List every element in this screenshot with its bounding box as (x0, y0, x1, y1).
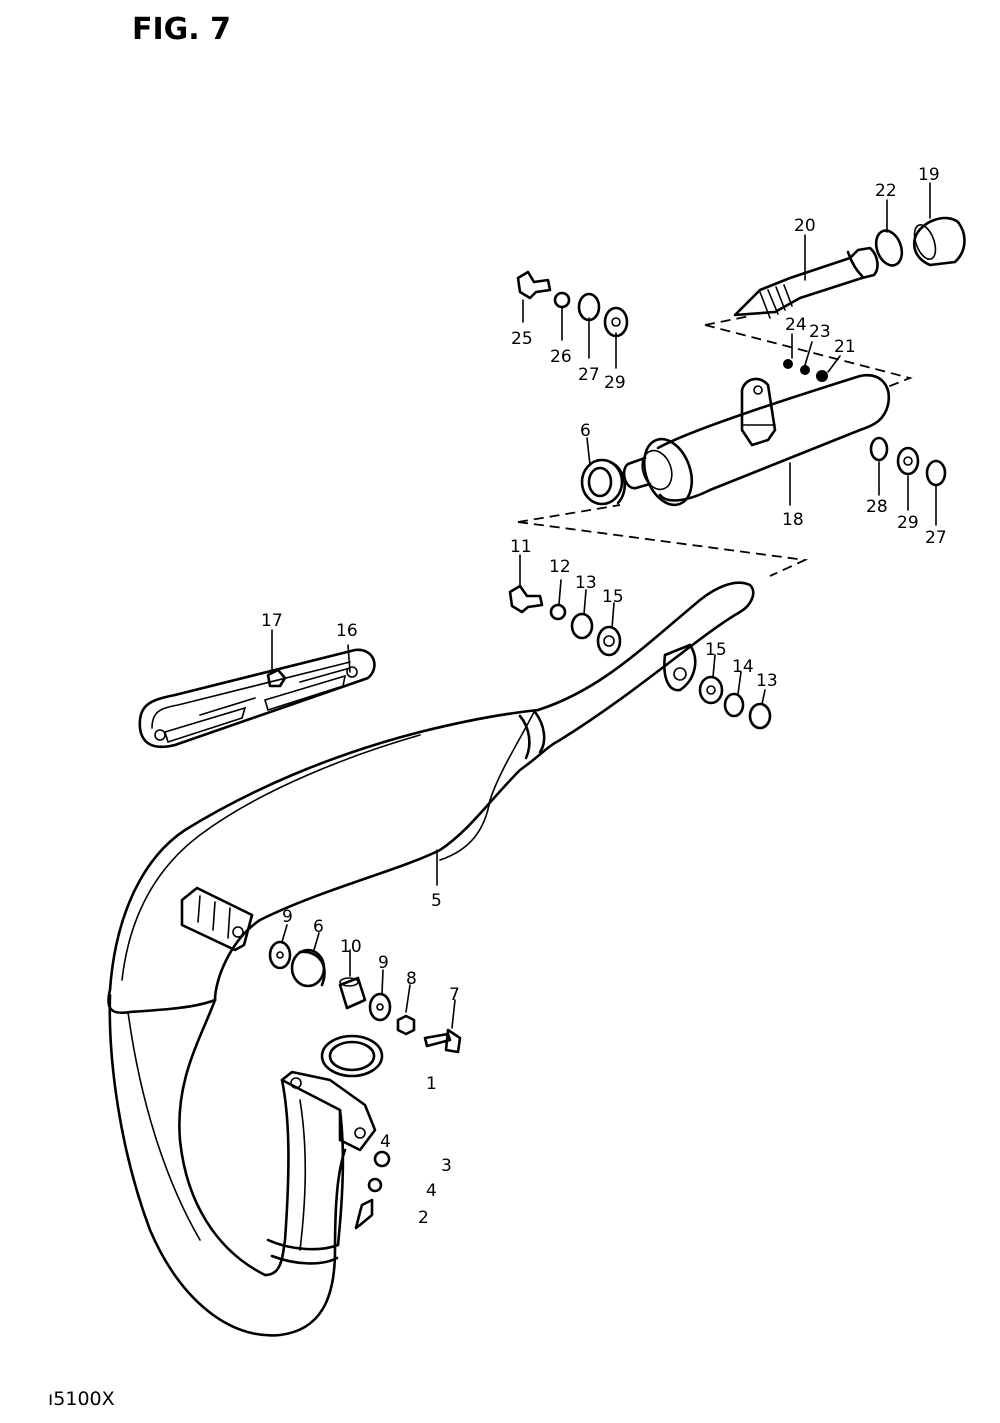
callout-6a: 6 (580, 421, 591, 441)
callout-9a: 9 (282, 907, 293, 927)
callout-7: 7 (449, 985, 460, 1005)
figure-footer-code: ı5100X (48, 1388, 115, 1410)
callout-15a: 15 (602, 587, 624, 607)
callout-2: 2 (418, 1208, 429, 1228)
callout-1: 1 (426, 1074, 437, 1094)
assembly-guide-lines (517, 315, 913, 577)
heat-guard-drawing (138, 648, 376, 749)
callout-18: 18 (782, 510, 804, 530)
callout-5: 5 (431, 891, 442, 911)
callout-11: 11 (510, 537, 532, 557)
callout-27a: 27 (578, 365, 600, 385)
callout-22: 22 (875, 181, 897, 201)
callout-8: 8 (406, 969, 417, 989)
callout-28: 28 (866, 497, 888, 517)
callout-14: 14 (732, 657, 754, 677)
callout-4a: 4 (380, 1132, 391, 1152)
callout-6b: 6 (313, 917, 324, 937)
callout-21: 21 (834, 337, 856, 357)
callout-12: 12 (549, 557, 571, 577)
spark-arrester-drawing (733, 246, 879, 319)
callout-labels: 1 2 3 4 4 5 6 6 7 8 9 9 10 11 12 13 13 1… (261, 165, 947, 1228)
callout-10: 10 (340, 937, 362, 957)
callout-16: 16 (336, 621, 358, 641)
figure-title: FIG. 7 (132, 12, 231, 47)
callout-24: 24 (785, 315, 807, 335)
callout-26: 26 (550, 347, 572, 367)
callout-13a: 13 (575, 573, 597, 593)
callout-9b: 9 (378, 953, 389, 973)
callout-29b: 29 (897, 513, 919, 533)
silencer-drawing (622, 373, 891, 507)
hardware-drawing (266, 216, 966, 1230)
callout-3: 3 (441, 1156, 452, 1176)
exhaust-pipe-drawing (107, 581, 755, 1337)
callout-17: 17 (261, 611, 283, 631)
callout-23: 23 (809, 322, 831, 342)
callout-15b: 15 (705, 640, 727, 660)
callout-4b: 4 (426, 1181, 437, 1201)
callout-29a: 29 (604, 373, 626, 393)
leader-lines (271, 182, 937, 1029)
callout-19: 19 (918, 165, 940, 185)
callout-20: 20 (794, 216, 816, 236)
callout-13b: 13 (756, 671, 778, 691)
callout-25: 25 (511, 329, 533, 349)
callout-27b: 27 (925, 528, 947, 548)
